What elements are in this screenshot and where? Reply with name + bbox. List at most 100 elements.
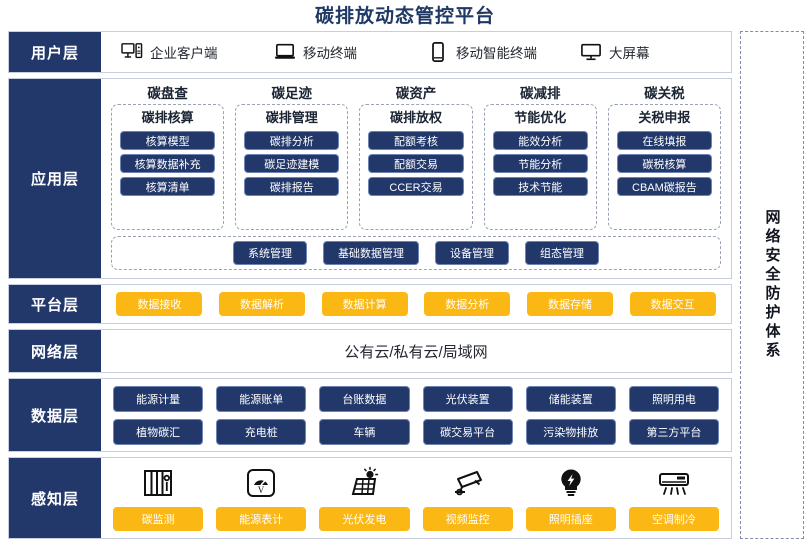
app-column-subtitle: 关税申报: [638, 110, 691, 125]
perception-item-label: 碳监测: [113, 506, 204, 531]
data-pill[interactable]: 污染物排放: [525, 418, 616, 445]
page-title: 碳排放动态管控平台: [314, 6, 495, 27]
data-pill[interactable]: 储能装置: [525, 385, 616, 412]
app-item-pill[interactable]: 在线填报: [616, 131, 713, 150]
network-text: 公有云/私有云/局域网: [344, 343, 488, 361]
layer-data-body: 能源计量 能源账单 台账数据 光伏装置 储能装置 照明用电 植物碳汇 充电桩 车…: [101, 379, 731, 451]
app-column-subtitle: 节能优化: [514, 110, 567, 125]
layer-application-label: 应用层: [9, 79, 101, 278]
app-column-title: 碳关税: [644, 86, 685, 101]
data-pill[interactable]: 车辆: [319, 418, 410, 445]
laptop-icon: [274, 42, 296, 62]
layer-perception-body: 碳监测 V 能源表计: [101, 458, 731, 538]
perception-item-carbon-monitoring[interactable]: 碳监测: [113, 466, 204, 531]
platform-pill[interactable]: 数据存储: [526, 292, 613, 316]
layer-application: 应用层 碳盘查 碳排核算 核算模型 核算数据补充 核算清单: [8, 78, 732, 279]
data-pill[interactable]: 植物碳汇: [113, 418, 204, 445]
smartphone-icon: [427, 42, 449, 62]
management-pill-configuration[interactable]: 组态管理: [525, 241, 599, 265]
user-item-big-screen[interactable]: 大屏幕: [574, 42, 717, 62]
data-pill[interactable]: 台账数据: [319, 385, 410, 412]
app-item-pill[interactable]: 核算清单: [120, 177, 216, 196]
app-item-pill[interactable]: 核算数据补充: [120, 154, 216, 173]
app-column-box: 节能优化 能效分析 节能分析 技术节能: [483, 104, 597, 230]
server-rack-icon: [141, 466, 175, 500]
app-column-box: 碳排核算 核算模型 核算数据补充 核算清单: [111, 104, 225, 230]
platform-pill[interactable]: 数据计算: [321, 292, 408, 316]
app-item-pill[interactable]: 配额考核: [368, 131, 464, 150]
perception-item-label: 空调制冷: [628, 506, 720, 531]
svg-text:V: V: [258, 485, 265, 495]
app-column-box: 碳排放权 配额考核 配额交易 CCER交易: [359, 104, 473, 230]
app-column-title: 碳盘查: [147, 86, 188, 101]
layer-network-label: 网络层: [9, 330, 101, 372]
app-item-pill[interactable]: 碳税核算: [616, 154, 713, 173]
app-column-title: 碳足迹: [271, 86, 313, 101]
layer-data-label: 数据层: [9, 379, 101, 451]
perception-item-video-surveillance[interactable]: 视频监控: [422, 466, 513, 531]
layer-perception: 感知层: [8, 457, 732, 539]
app-item-pill[interactable]: 节能分析: [492, 154, 588, 173]
app-item-pill[interactable]: 能效分析: [492, 131, 588, 150]
app-item-pill[interactable]: CCER交易: [368, 177, 464, 196]
data-pill[interactable]: 第三方平台: [628, 418, 720, 445]
app-item-pill[interactable]: 碳排报告: [244, 177, 340, 196]
platform-pill[interactable]: 数据交互: [629, 292, 716, 316]
data-pill-grid: 能源计量 能源账单 台账数据 光伏装置 储能装置 照明用电 植物碳汇 充电桩 车…: [101, 385, 731, 445]
platform-pill[interactable]: 数据接收: [116, 292, 203, 316]
perception-item-air-conditioning[interactable]: 空调制冷: [628, 466, 720, 531]
perception-item-energy-meter[interactable]: V 能源表计: [216, 466, 307, 531]
data-pill[interactable]: 充电桩: [216, 418, 307, 445]
management-pill-system[interactable]: 系统管理: [233, 241, 307, 265]
diagram-body: 用户层: [0, 31, 810, 539]
layer-application-body: 碳盘查 碳排核算 核算模型 核算数据补充 核算清单 碳足迹 碳排管理: [101, 79, 731, 278]
meter-gauge-icon: V: [244, 466, 278, 500]
app-column-carbon-footprint: 碳足迹 碳排管理 碳排分析 碳足迹建模 碳排报告: [235, 85, 349, 230]
management-pill-device[interactable]: 设备管理: [435, 241, 509, 265]
data-pill[interactable]: 能源账单: [216, 385, 307, 412]
app-column-subtitle: 碳排放权: [390, 110, 443, 125]
layer-platform-body: 数据接收 数据解析 数据计算 数据分析 数据存储 数据交互: [101, 285, 731, 323]
data-pill[interactable]: 照明用电: [628, 385, 720, 412]
app-item-pill[interactable]: 配额交易: [368, 154, 464, 173]
user-item-mobile-terminal[interactable]: 移动终端: [268, 42, 411, 62]
perception-item-label: 视频监控: [422, 506, 513, 531]
perception-item-label: 能源表计: [216, 506, 307, 531]
data-pill[interactable]: 能源计量: [113, 385, 204, 412]
management-pill-basic-data[interactable]: 基础数据管理: [323, 241, 419, 265]
layer-platform: 平台层 数据接收 数据解析 数据计算 数据分析 数据存储 数据交互: [8, 284, 732, 324]
user-item-list: 企业客户端 移动终端: [101, 42, 731, 62]
layer-perception-label: 感知层: [9, 458, 101, 538]
app-item-pill[interactable]: CBAM碳报告: [616, 177, 713, 196]
perception-item-label: 光伏发电: [319, 506, 410, 531]
data-pill[interactable]: 光伏装置: [422, 385, 513, 412]
app-item-pill[interactable]: 碳排分析: [244, 131, 340, 150]
app-item-pill[interactable]: 技术节能: [492, 177, 588, 196]
app-item-pill[interactable]: 核算模型: [120, 131, 216, 150]
security-system-label: 网络安全防护体系: [763, 209, 781, 361]
desktop-tower-icon: [121, 42, 143, 62]
perception-item-lighting-socket[interactable]: 照明插座: [525, 466, 616, 531]
layer-data: 数据层 能源计量 能源账单 台账数据 光伏装置 储能装置 照明用电 植物碳汇: [8, 378, 732, 452]
user-item-smart-mobile-terminal[interactable]: 移动智能终端: [421, 42, 564, 62]
layer-user-label: 用户层: [9, 32, 101, 72]
layer-user-body: 企业客户端 移动终端: [101, 32, 731, 72]
user-item-label: 大屏幕: [609, 46, 650, 61]
perception-item-photovoltaic[interactable]: 光伏发电: [319, 466, 410, 531]
app-column-carbon-reduction: 碳减排 节能优化 能效分析 节能分析 技术节能: [483, 85, 597, 230]
solar-panel-icon: [347, 466, 381, 500]
app-column-subtitle: 碳排核算: [141, 110, 194, 125]
user-item-enterprise-client[interactable]: 企业客户端: [115, 42, 258, 62]
platform-pill[interactable]: 数据分析: [424, 292, 511, 316]
security-system-column: 网络安全防护体系: [740, 31, 804, 539]
platform-pill[interactable]: 数据解析: [218, 292, 305, 316]
user-item-label: 移动智能终端: [456, 46, 537, 61]
data-pill[interactable]: 碳交易平台: [422, 418, 513, 445]
management-box: 系统管理 基础数据管理 设备管理 组态管理: [111, 236, 721, 270]
app-column-subtitle: 碳排管理: [265, 110, 318, 125]
layer-stack: 用户层: [8, 31, 732, 539]
data-pill-row: 植物碳汇 充电桩 车辆 碳交易平台 污染物排放 第三方平台: [113, 418, 720, 445]
app-column-box: 关税申报 在线填报 碳税核算 CBAM碳报告: [607, 104, 722, 230]
light-bulb-icon: [554, 466, 588, 500]
app-item-pill[interactable]: 碳足迹建模: [244, 154, 340, 173]
